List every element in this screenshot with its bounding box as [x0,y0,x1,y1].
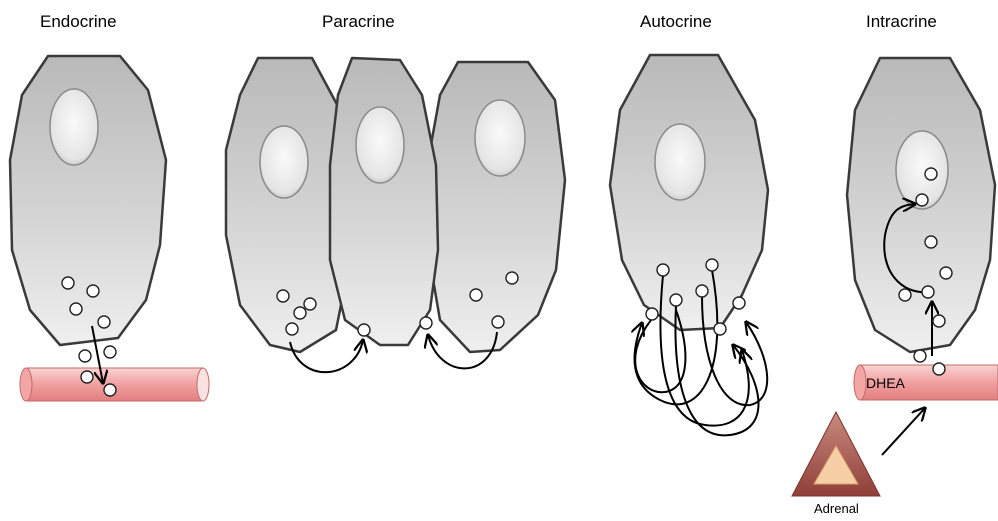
adrenal-label: Adrenal [814,501,859,516]
endocrine-panel [10,56,209,401]
paracrine-panel [226,58,565,372]
autocrine-panel [610,55,768,435]
intracrine-panel [792,58,998,496]
adrenal-gland-icon [792,412,880,496]
dhea-label: DHEA [866,375,905,391]
paracrine-cell-middle [330,58,438,345]
paracrine-nucleus-right [475,100,525,176]
paracrine-nucleus-middle [356,107,404,183]
endocrine-vessel [20,368,209,401]
paracrine-nucleus-left [260,126,308,198]
endocrine-nucleus [50,89,98,165]
autocrine-nucleus [655,124,705,200]
